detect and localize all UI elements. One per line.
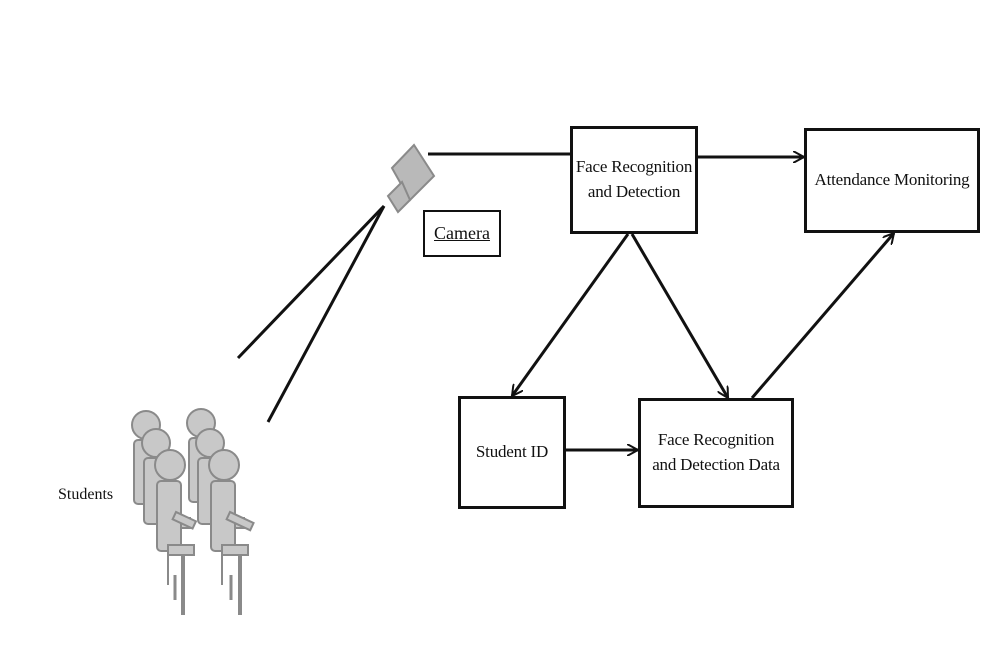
face-recognition-label: Face Recognition and Detection [575,157,693,201]
student-figure [154,449,198,615]
face-recognition-data-label: Face Recognition and Detection Data [652,430,780,474]
camera-label-box: Camera [423,210,501,257]
students-label: Students [58,486,114,503]
edge-face-recognition-to-student-id [510,233,630,396]
students-illustration [131,408,255,615]
camera-label: Camera [434,223,490,243]
face-recognition-data-node: Face Recognition and Detection Data [638,398,794,508]
student-id-node: Student ID [458,396,566,509]
edge-face-data-to-attendance [750,233,894,399]
student-id-label: Student ID [475,442,549,462]
camera-icon [386,143,436,214]
camera-view-line [236,204,386,360]
attendance-monitoring-label: Attendance Monitoring [814,170,970,190]
face-recognition-node: Face Recognition and Detection [570,126,698,234]
attendance-monitoring-node: Attendance Monitoring [804,128,980,233]
camera-view-line [266,205,386,423]
edge-face-recognition-to-face-data [630,233,730,398]
student-figure [208,449,255,615]
